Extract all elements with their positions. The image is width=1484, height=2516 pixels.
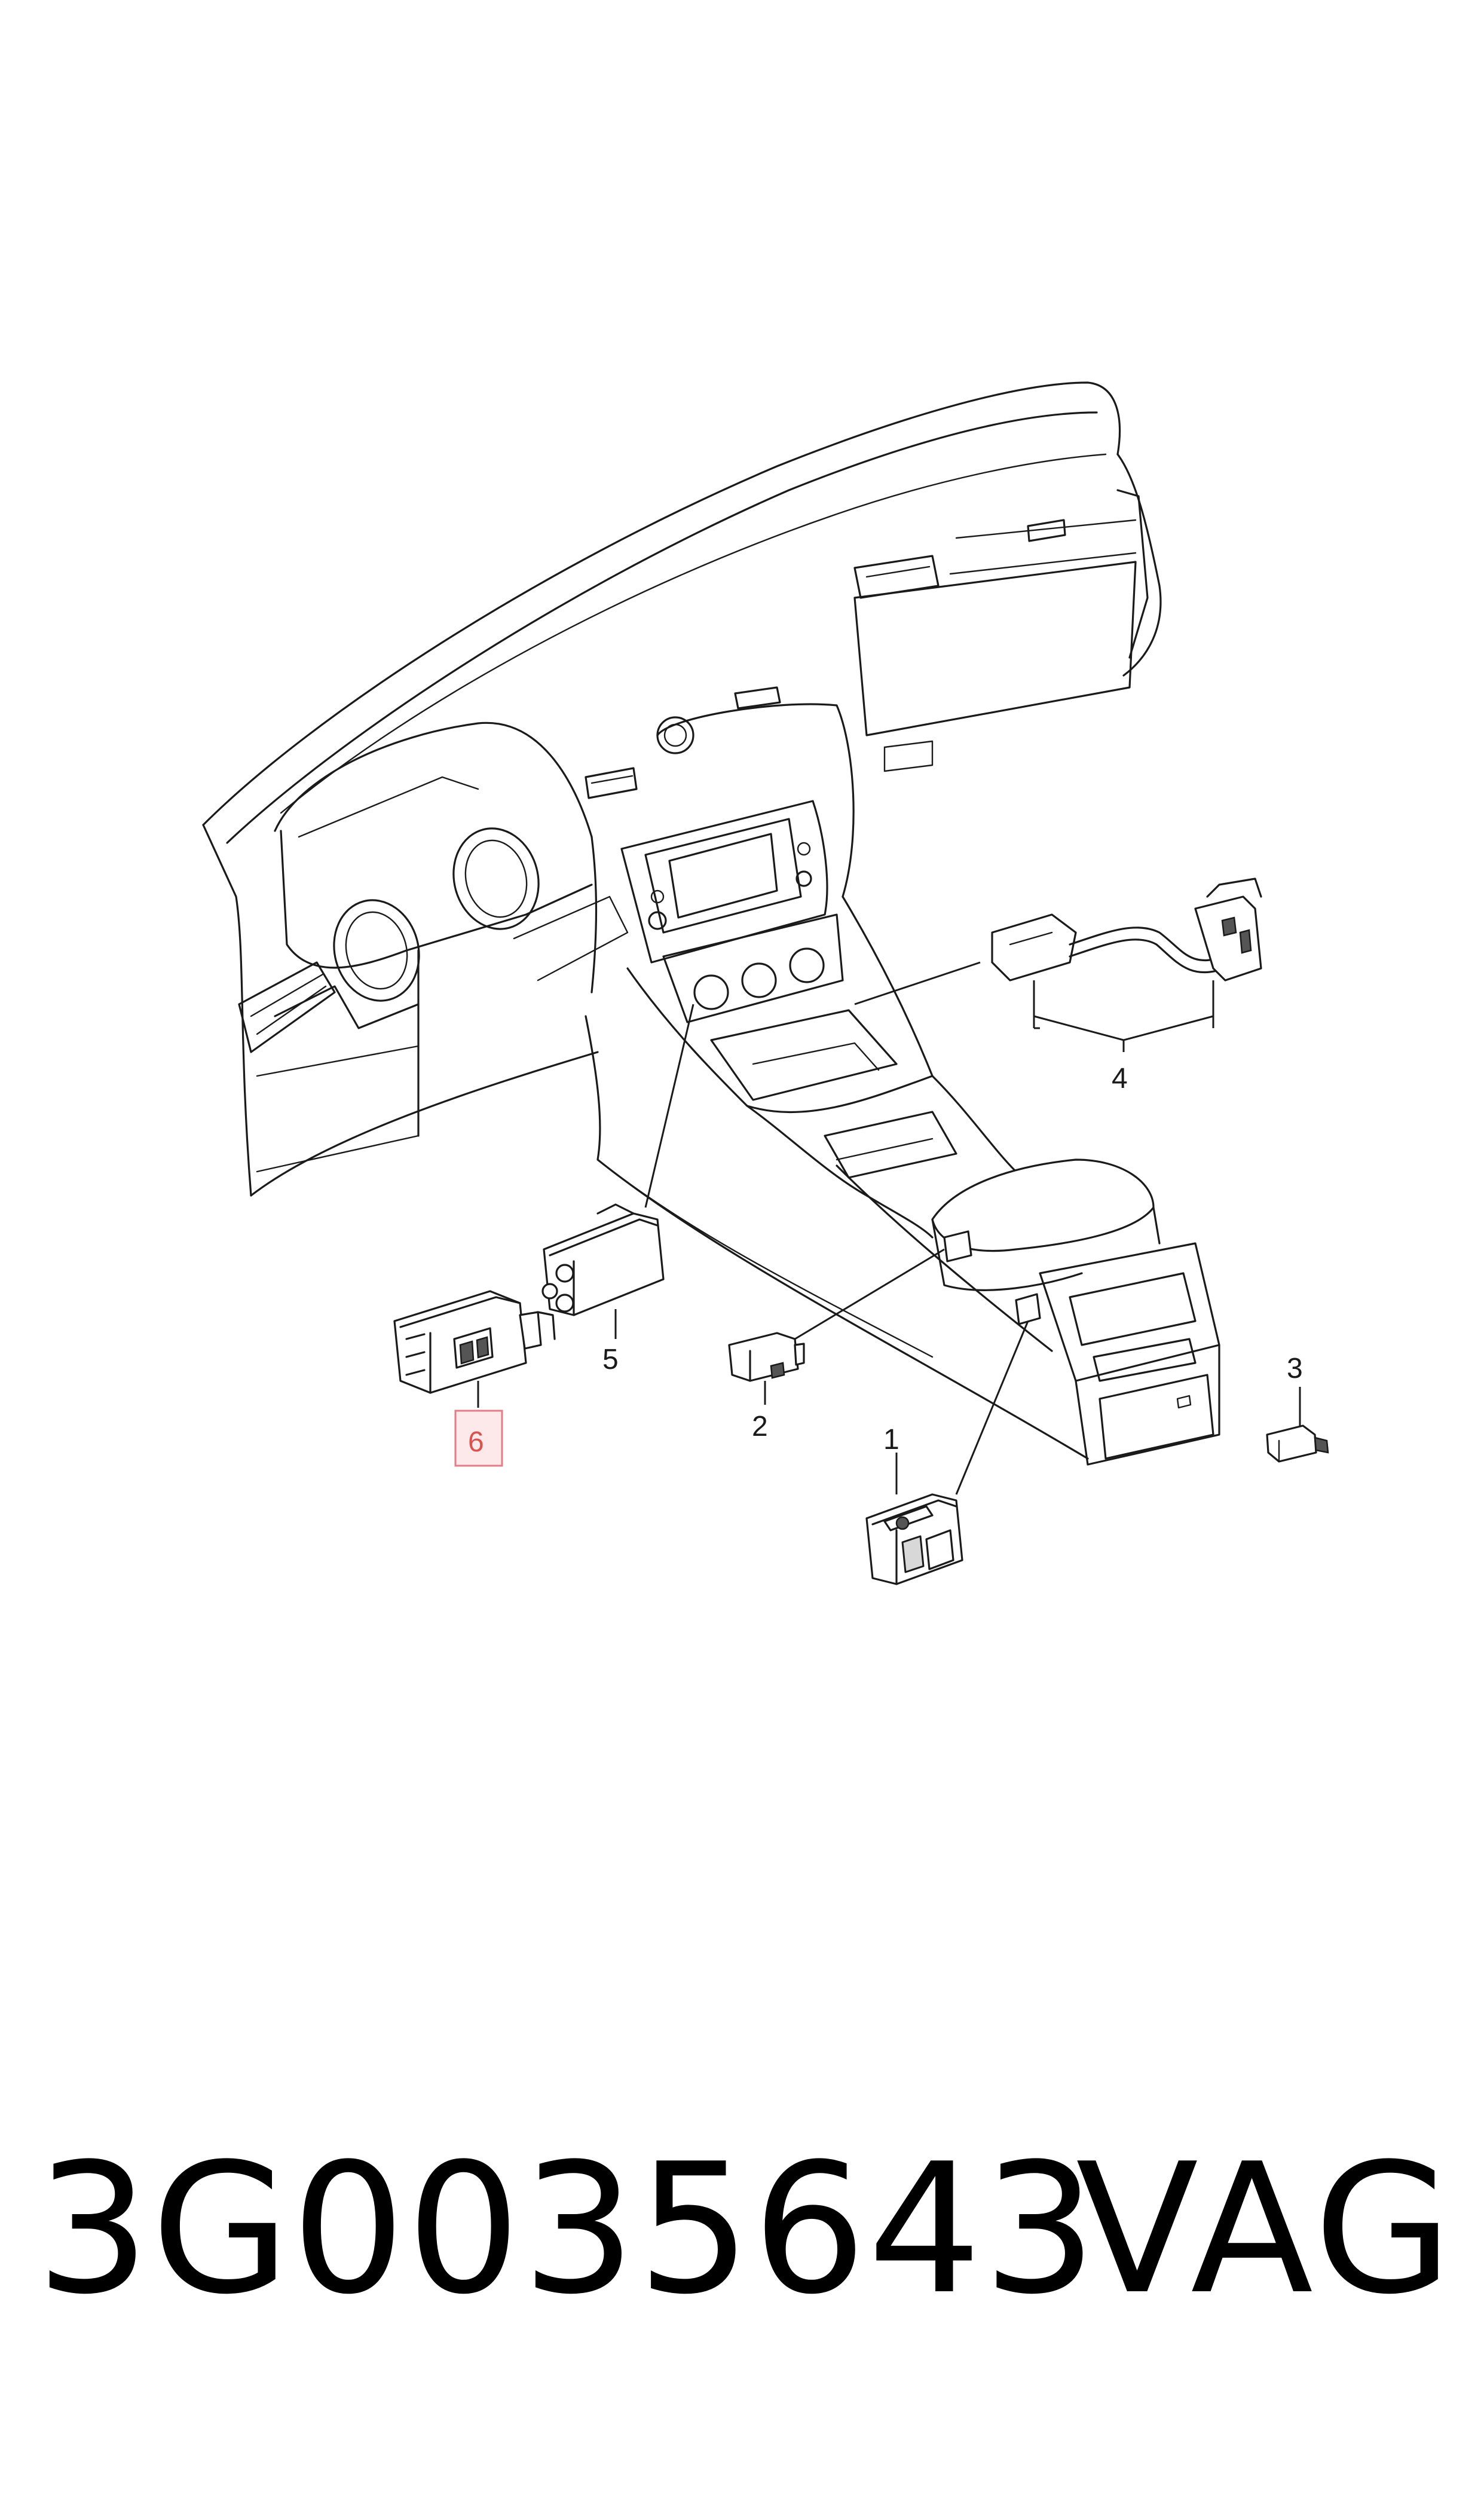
part-1-usb-hub (865, 1493, 963, 1585)
callout-6-highlight (454, 1410, 503, 1467)
part-2-usb-port (728, 1332, 805, 1382)
dashboard-illustration (202, 381, 1220, 1466)
part-number: 3G0035643 (36, 2125, 1099, 2334)
part-6-usb-socket (393, 1290, 556, 1394)
part-3-connector (1266, 1424, 1329, 1463)
callout-6: 6 (468, 1426, 484, 1458)
bracket-4 (1033, 1015, 1214, 1041)
part-4-usb-harness (991, 878, 1262, 982)
parts-diagram: 4 5 6 2 3 (202, 381, 1329, 1585)
part-5-module (541, 1203, 665, 1316)
callout-3: 3 (1287, 1353, 1303, 1384)
leader-4 (854, 961, 981, 1005)
callout-5: 5 (602, 1344, 619, 1375)
brand-label: VAG (1076, 2125, 1457, 2334)
callout-2: 2 (752, 1411, 768, 1442)
leader-1-top (955, 1320, 1029, 1495)
callout-1: 1 (883, 1424, 899, 1456)
leader-5-top (644, 1004, 694, 1208)
callout-4: 4 (1112, 1063, 1128, 1095)
leader-2-top (794, 1248, 945, 1340)
bracket-4-sides (1033, 980, 1214, 1029)
